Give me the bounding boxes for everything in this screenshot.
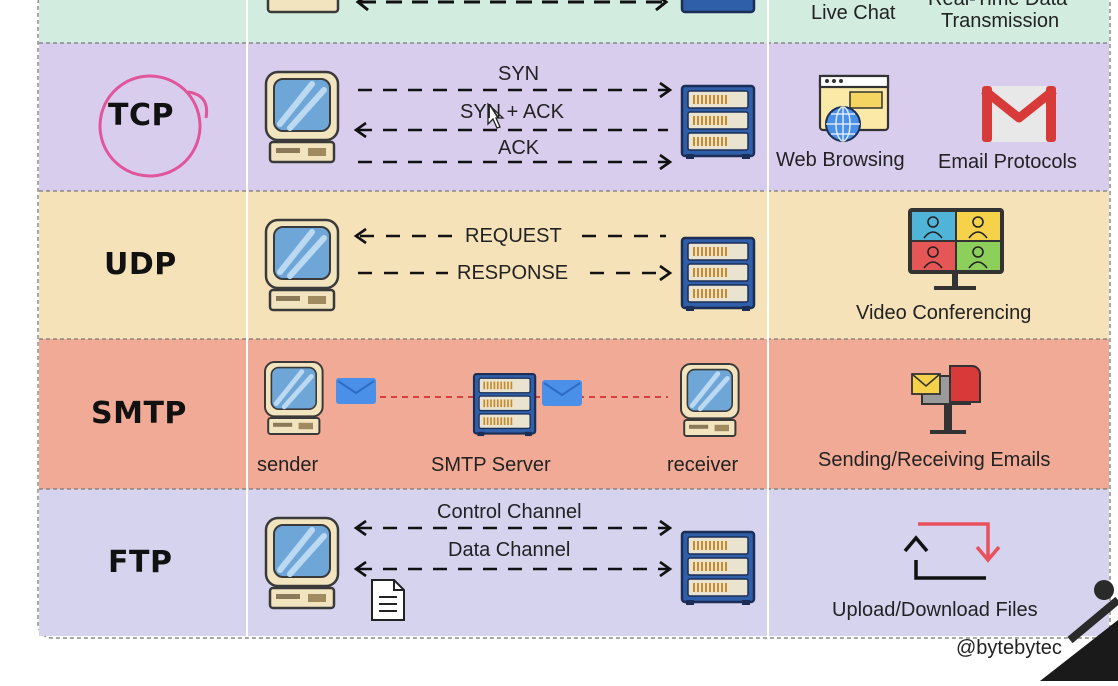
computer-icon xyxy=(266,0,340,14)
tcp-arrow-syn: SYN xyxy=(498,63,540,85)
use-label-video-conferencing: Video Conferencing xyxy=(856,302,1032,324)
computer-icon xyxy=(266,72,338,162)
envelope-icon xyxy=(335,377,377,405)
protocol-label-udp: UDP xyxy=(104,247,177,282)
protocol-label-ftp: FTP xyxy=(108,545,173,580)
video-call-icon xyxy=(908,208,1004,290)
protocol-label-tcp: TCP xyxy=(108,98,174,133)
udp-arrow-response: RESPONSE xyxy=(457,262,569,284)
computer-icon xyxy=(265,362,323,434)
column-separators xyxy=(246,0,769,636)
cursor-icon xyxy=(487,102,505,129)
tcp-arrow-ack: ACK xyxy=(498,137,540,159)
row-top xyxy=(39,0,1109,43)
use-label-realtime-2: Transmission xyxy=(941,10,1060,32)
upload-download-icon xyxy=(903,522,1001,580)
udp-arrows xyxy=(353,227,673,282)
highlight-circle xyxy=(98,74,202,178)
use-label-sending-receiving: Sending/Receiving Emails xyxy=(818,449,1051,471)
mailbox-icon xyxy=(911,365,981,434)
server-icon xyxy=(680,84,756,161)
ftp-arrow-control: Control Channel xyxy=(437,501,582,523)
smtp-node-sender: sender xyxy=(257,454,319,476)
browser-globe-icon xyxy=(818,74,890,142)
use-label-web-browsing: Web Browsing xyxy=(776,149,905,171)
document-icon xyxy=(371,579,405,621)
protocol-label-smtp: SMTP xyxy=(91,396,187,431)
top-row-icons xyxy=(266,0,756,14)
envelope-icon xyxy=(541,379,583,407)
use-label-upload-download: Upload/Download Files xyxy=(832,599,1038,621)
ftp-arrows xyxy=(353,519,673,578)
tcp-arrows xyxy=(353,81,673,171)
tcp-arrow-synack: SYN + ACK xyxy=(460,101,564,123)
computer-icon xyxy=(266,518,338,608)
server-icon xyxy=(680,236,756,313)
row-smtp xyxy=(39,339,1109,489)
use-label-email-protocols: Email Protocols xyxy=(938,151,1077,173)
gmail-icon xyxy=(981,86,1057,142)
computer-icon xyxy=(681,364,739,436)
computer-icon xyxy=(266,220,338,310)
smtp-node-receiver: receiver xyxy=(667,454,739,476)
smtp-node-server: SMTP Server xyxy=(431,454,551,476)
row-separators xyxy=(39,42,1109,490)
server-icon xyxy=(680,0,756,14)
use-label-live-chat: Live Chat xyxy=(811,2,896,24)
ftp-arrow-data: Data Channel xyxy=(448,539,571,561)
row-tcp xyxy=(39,43,1109,191)
watermark-handle: @bytebytec xyxy=(956,637,1062,659)
row-ftp xyxy=(39,489,1109,636)
camera-overlay xyxy=(1040,580,1118,681)
server-icon xyxy=(472,372,537,438)
use-label-realtime-1: Real-Time Data xyxy=(928,0,1067,11)
server-icon xyxy=(680,530,756,607)
udp-arrow-request: REQUEST xyxy=(465,225,562,247)
